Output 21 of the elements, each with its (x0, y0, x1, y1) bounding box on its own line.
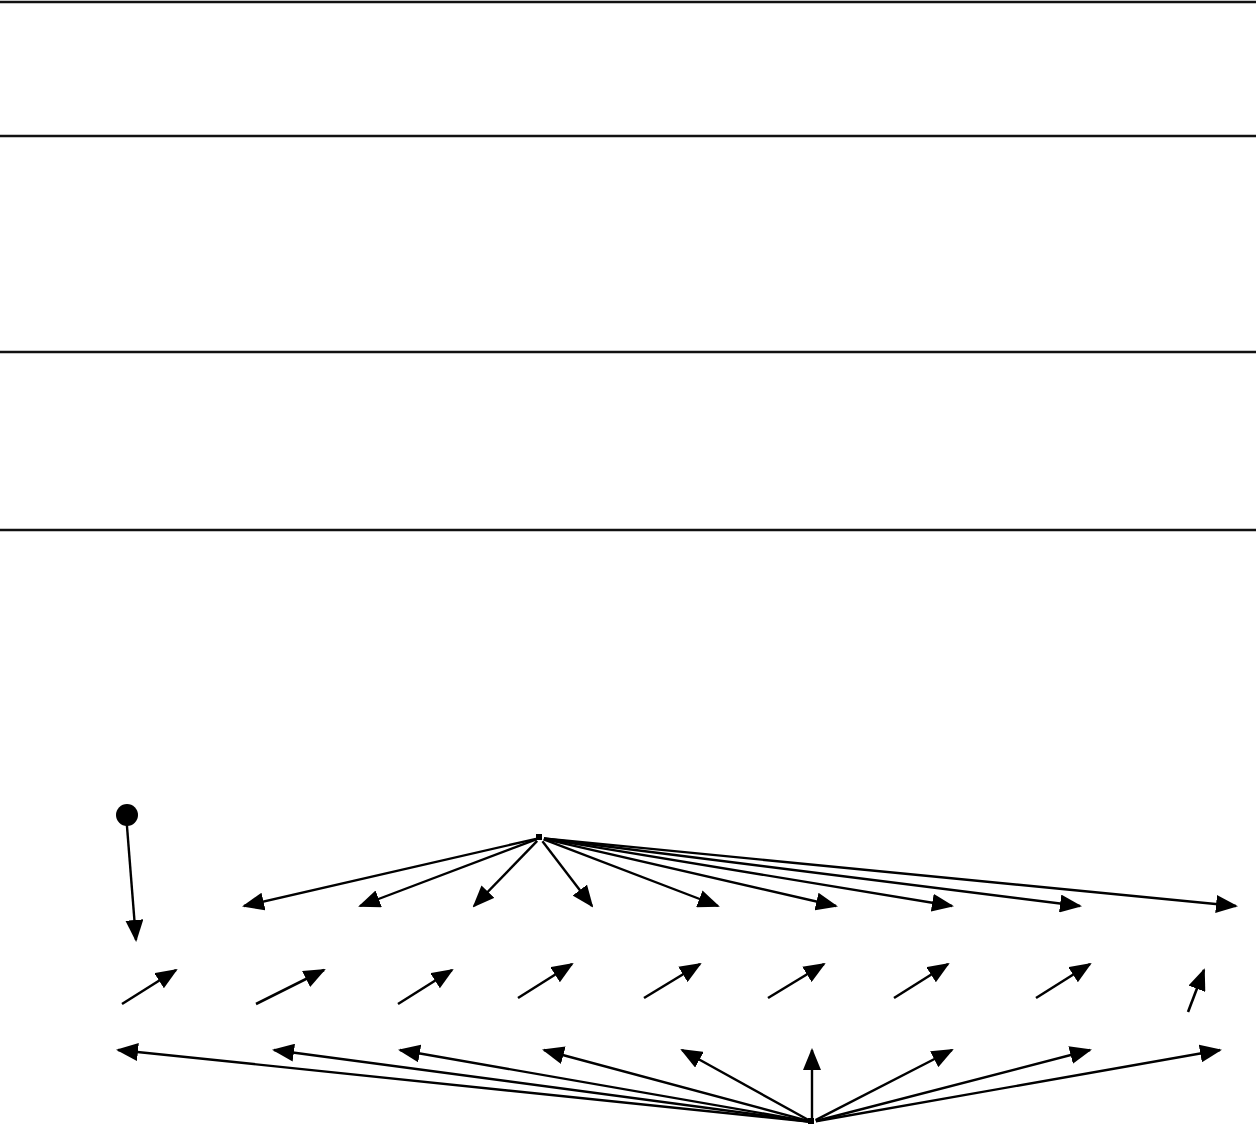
arrow (680, 1048, 810, 1122)
arrow (815, 1044, 1222, 1123)
arrow (272, 1043, 809, 1123)
arrow (542, 1046, 809, 1123)
arrow (125, 824, 144, 942)
arrow (472, 840, 539, 908)
start-dot (115, 803, 137, 825)
junction-point (808, 1118, 814, 1124)
arrow (543, 837, 838, 911)
arrow (358, 838, 537, 908)
arrow (242, 837, 537, 911)
arrow (398, 1044, 809, 1123)
arrow (541, 840, 594, 908)
arrow (116, 1043, 809, 1123)
arrow (543, 838, 720, 908)
arrow (543, 837, 1238, 913)
arrow (815, 1046, 1092, 1123)
arrow (815, 1048, 954, 1122)
arrow (803, 1048, 821, 1118)
junction-point (536, 834, 542, 840)
arrow (543, 837, 954, 912)
